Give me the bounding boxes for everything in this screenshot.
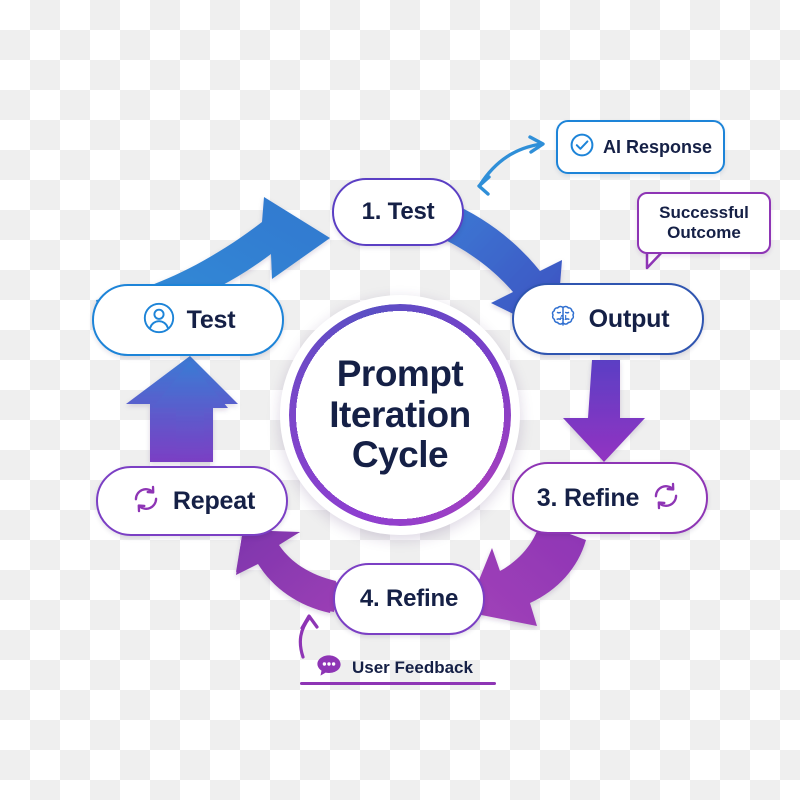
node-output-label: Output <box>588 304 670 333</box>
arrow-repeat-to-test <box>126 356 238 462</box>
node-test1[interactable]: 1. Test <box>332 178 464 246</box>
user-icon <box>141 300 177 341</box>
node-test2-label: Test <box>186 305 236 334</box>
node-refine3-label: 3. Refine <box>536 483 640 512</box>
center-hub-title: Prompt Iteration Cycle <box>329 352 471 476</box>
callout-ai-response[interactable]: AI Response <box>556 120 725 174</box>
svg-text:AI: AI <box>559 313 567 322</box>
ai-brain-icon: AI <box>547 301 579 338</box>
chat-dots-icon <box>315 653 343 684</box>
callout-successful-outcome-label: Successful Outcome <box>659 203 749 244</box>
callout-user-feedback-label: User Feedback <box>352 658 473 677</box>
node-refine4[interactable]: 4. Refine <box>333 563 485 635</box>
arrow-test1-to-airesponse <box>477 135 545 196</box>
arrow-refine3-to-refine4 <box>466 523 586 626</box>
callout-successful-outcome[interactable]: Successful Outcome <box>637 192 771 254</box>
outcome-line-2: Outcome <box>667 223 741 242</box>
arrow-feedback-to-refine4 <box>298 614 319 659</box>
node-output[interactable]: AI Output <box>512 283 704 355</box>
node-repeat-label: Repeat <box>172 486 256 515</box>
node-refine3[interactable]: 3. Refine <box>512 462 708 534</box>
check-circle-icon <box>569 132 595 163</box>
hub-title-line-1: Prompt <box>336 352 464 394</box>
node-test1-label: 1. Test <box>361 198 435 225</box>
refresh-icon <box>129 482 163 521</box>
hub-title-line-2: Iteration <box>329 393 471 435</box>
node-refine4-label: 4. Refine <box>359 585 459 612</box>
arrow-output-to-refine3 <box>563 360 645 462</box>
outcome-line-1: Successful <box>659 202 749 222</box>
node-repeat[interactable]: Repeat <box>96 466 288 536</box>
center-hub: Prompt Iteration Cycle <box>280 295 520 535</box>
refresh-icon <box>649 479 683 518</box>
hub-title-line-3: Cycle <box>351 434 449 476</box>
callout-user-feedback[interactable]: User Feedback <box>315 652 485 684</box>
arrow-refine4-to-repeat <box>236 530 339 613</box>
callout-ai-response-label: AI Response <box>602 136 713 157</box>
user-feedback-underline <box>300 682 496 685</box>
node-test2[interactable]: Test <box>92 284 284 356</box>
